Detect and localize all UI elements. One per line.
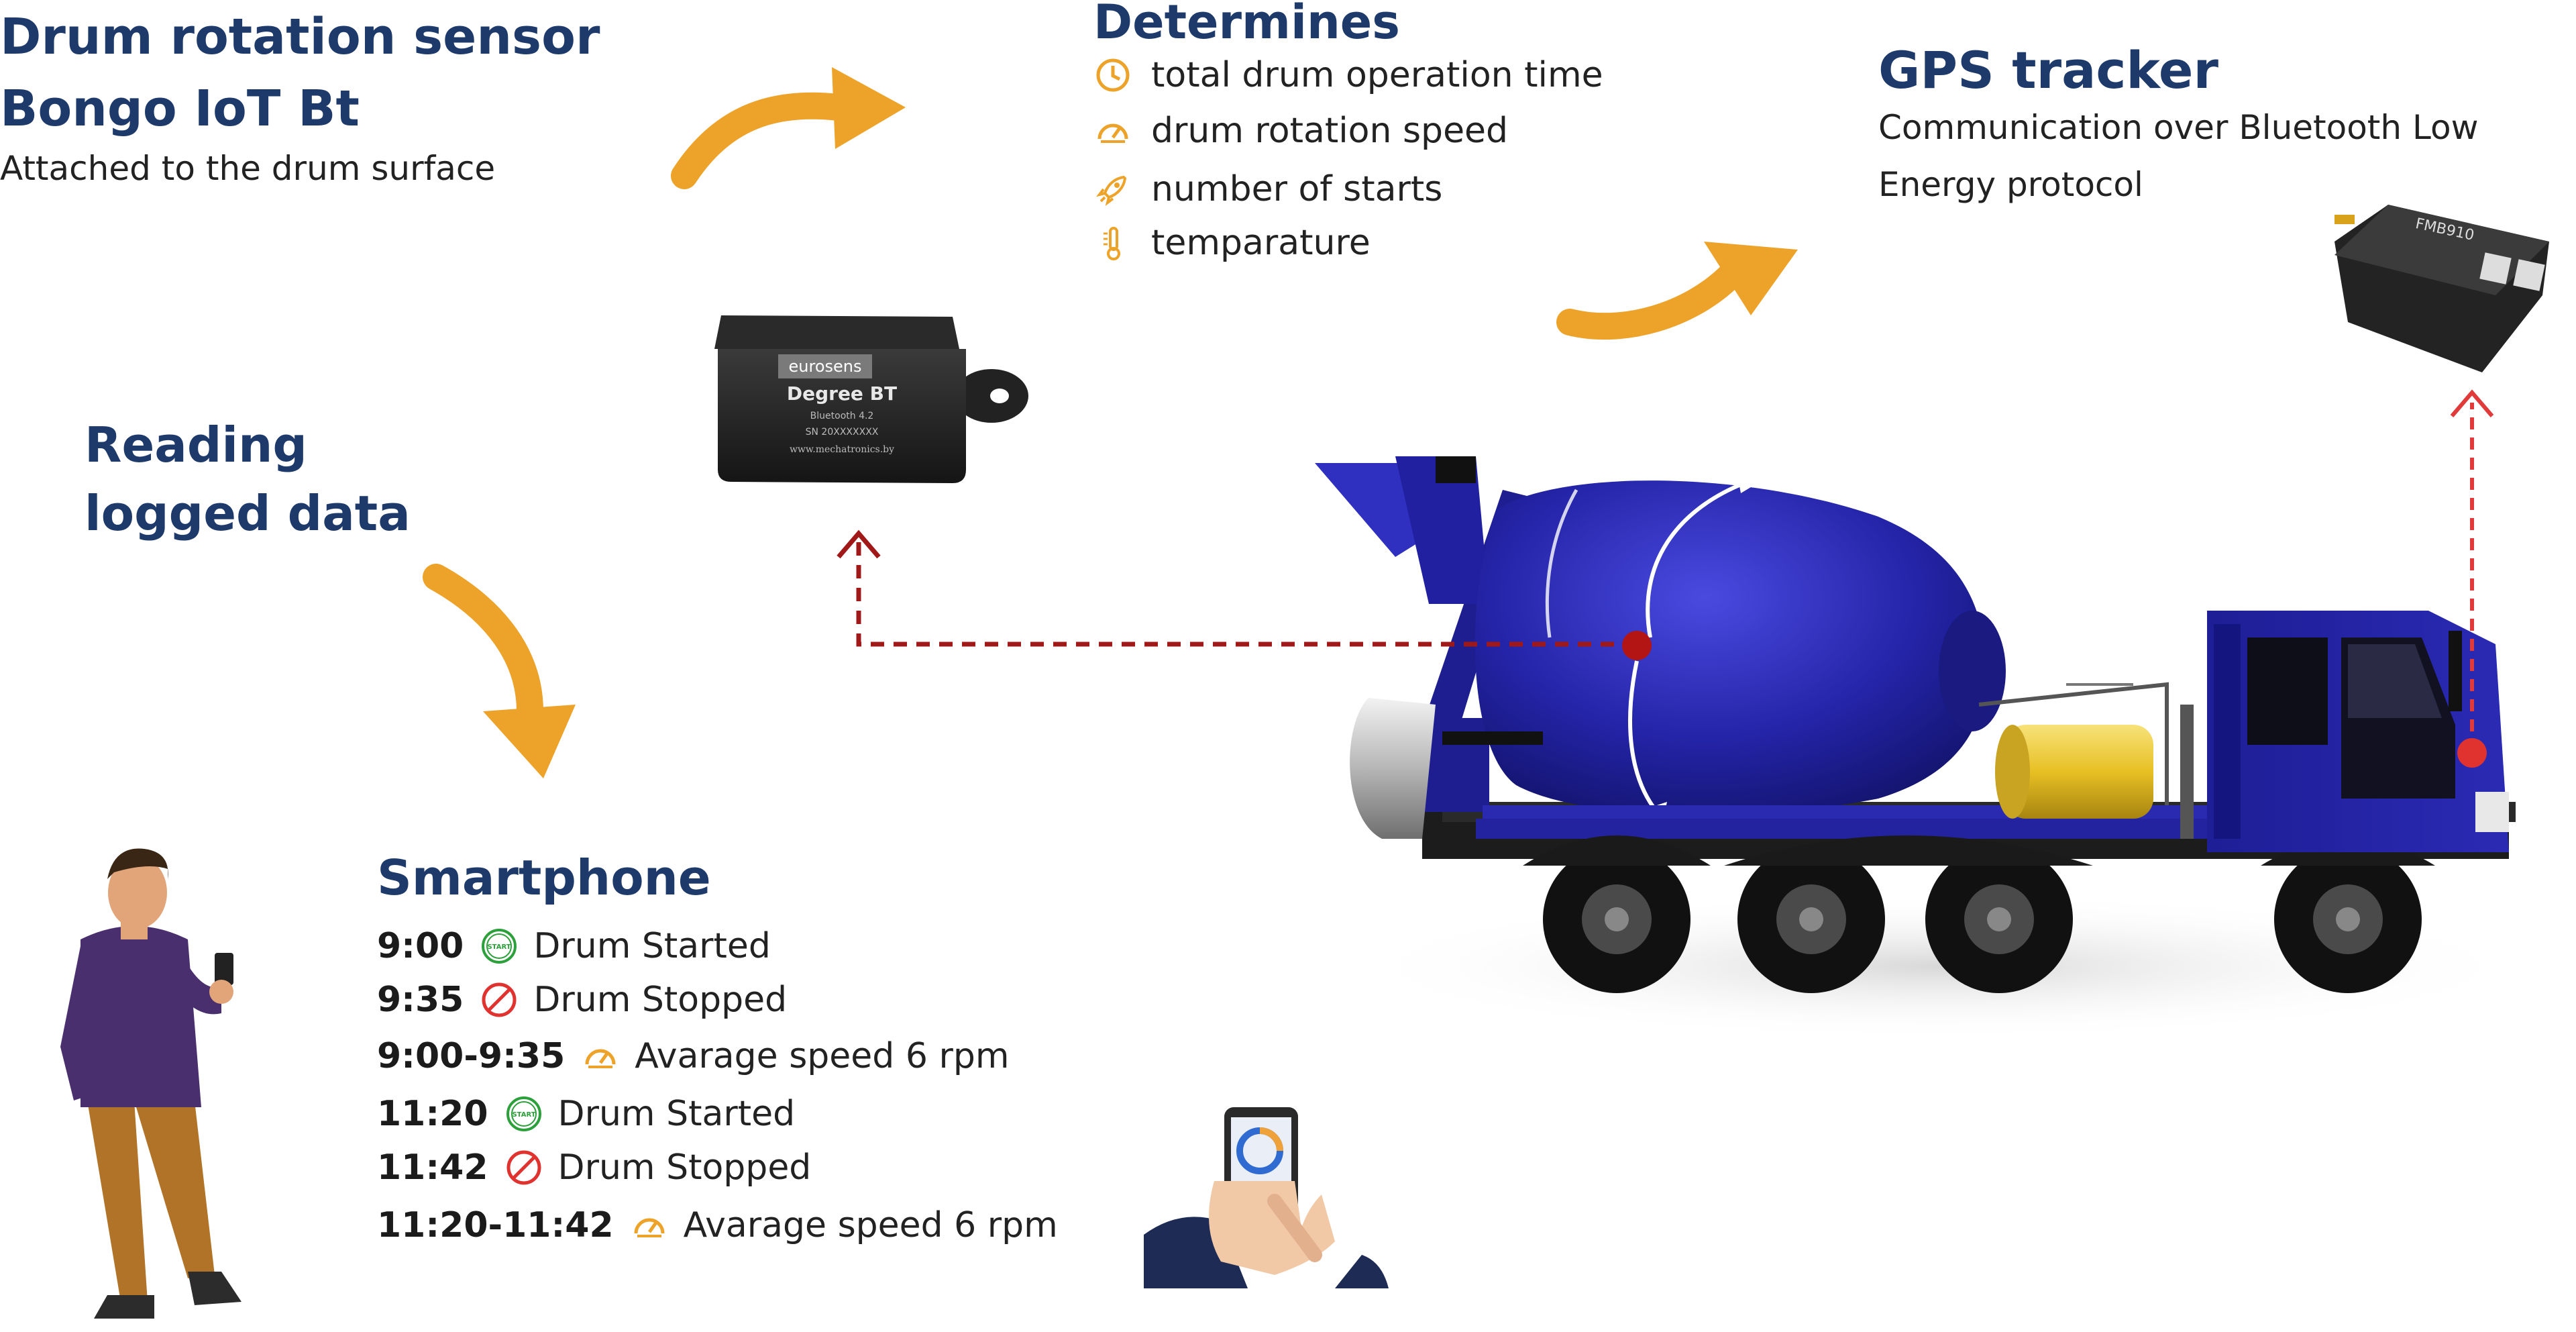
log-row: 9:35 Drum Stopped (377, 973, 787, 1027)
sensor-title-line2: Bongo IoT Bt (0, 80, 360, 138)
sensor-title-line1: Drum rotation sensor (0, 8, 600, 66)
sensor-subtitle: Attached to the drum surface (0, 149, 496, 188)
stop-icon (504, 1148, 543, 1187)
log-time: 11:20 (377, 1094, 488, 1134)
determines-item-number-of-starts: number of starts (1093, 162, 1442, 216)
eurosens-sensor-device (714, 315, 1028, 483)
sensor-title: Drum rotation sensor Bongo IoT Bt (0, 1, 600, 145)
log-row: 11:42 Drum Stopped (377, 1141, 811, 1194)
log-row: 9:00-9:35 Avarage speed 6 rpm (377, 1029, 1009, 1083)
sensor-bt-label: Bluetooth 4.2 (810, 411, 874, 421)
log-time: 11:20-11:42 (377, 1205, 614, 1245)
determines-item-temperature: temparature (1093, 216, 1371, 270)
speedometer-icon (581, 1037, 620, 1076)
sensor-website-label: www.mechatronics.by (789, 444, 895, 455)
gps-tracker-device (2334, 205, 2549, 372)
reading-title: Reading logged data (85, 411, 411, 548)
sensor-model-label: Degree BT (786, 382, 898, 405)
log-row: 11:20-11:42 Avarage speed 6 rpm (377, 1198, 1058, 1252)
start-icon: START (480, 927, 519, 966)
arrow-reading-to-smartphone (423, 564, 576, 778)
log-event: Drum Started (533, 926, 771, 966)
determines-item-operation-time: total drum operation time (1093, 48, 1603, 102)
determines-item-label: drum rotation speed (1151, 111, 1509, 151)
thermometer-icon (1093, 223, 1132, 262)
start-icon-text: START (488, 943, 511, 951)
log-event: Drum Started (557, 1094, 796, 1134)
log-event: Drum Stopped (557, 1147, 812, 1188)
log-row: 11:20 START Drum Started (377, 1087, 795, 1141)
sensor-brand-label: eurosens (788, 357, 862, 376)
determines-item-label: total drum operation time (1151, 55, 1603, 95)
log-time: 9:00-9:35 (377, 1036, 566, 1076)
arrow-to-gps (1556, 242, 1798, 340)
clock-icon (1093, 56, 1132, 95)
log-row: 9:00 START Drum Started (377, 919, 771, 973)
start-icon: START (504, 1094, 543, 1133)
speedometer-icon (1093, 111, 1132, 150)
determines-item-rotation-speed: drum rotation speed (1093, 104, 1508, 158)
determines-item-label: temparature (1151, 223, 1371, 263)
sensor-serial-label: SN 20XXXXXXX (805, 427, 879, 438)
reading-line1: Reading (85, 417, 307, 473)
log-event: Avarage speed 6 rpm (635, 1036, 1010, 1076)
smartphone-title: Smartphone (377, 850, 711, 906)
stop-icon (480, 980, 519, 1019)
arrow-sensor-to-determines (671, 67, 906, 189)
gps-connection-line (2450, 389, 2494, 768)
log-event: Avarage speed 6 rpm (683, 1205, 1058, 1245)
determines-title: Determines (1093, 0, 1400, 50)
reading-line2: logged data (85, 485, 411, 542)
determines-item-label: number of starts (1151, 169, 1443, 209)
log-time: 9:35 (377, 980, 464, 1020)
log-time: 9:00 (377, 926, 464, 966)
gps-title: GPS tracker (1878, 40, 2218, 100)
sensor-connection-line (837, 529, 1652, 660)
smartphone-hands-illustration (1144, 1107, 1389, 1288)
gps-description: Communication over Bluetooth Low Energy … (1878, 108, 2479, 204)
start-icon-text: START (512, 1111, 535, 1119)
person-illustration (60, 848, 241, 1319)
log-event: Drum Stopped (533, 980, 788, 1020)
speedometer-icon (630, 1206, 669, 1245)
log-time: 11:42 (377, 1147, 488, 1188)
rocket-icon (1093, 170, 1132, 209)
mixer-truck (1315, 456, 2516, 993)
